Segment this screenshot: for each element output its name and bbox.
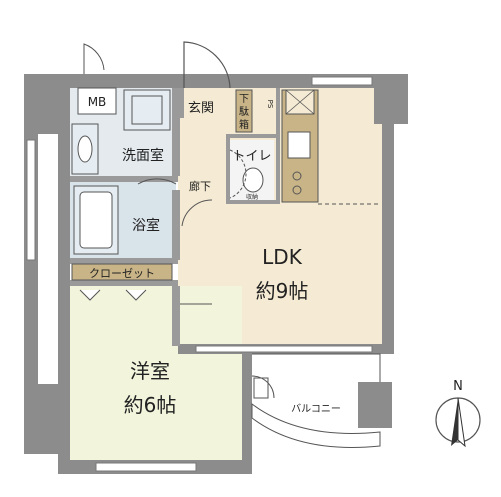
balcony-rail	[251, 403, 381, 448]
mb-box	[77, 87, 117, 115]
shoe-box-bot: 箱	[239, 118, 249, 131]
toilet-small-label: 収納	[246, 193, 258, 201]
washroom-label: 洗面室	[122, 147, 164, 164]
western-floor	[70, 286, 242, 466]
ps-label: PS	[266, 100, 274, 109]
corridor-label: 廊下	[189, 179, 211, 193]
entrance-label: 玄関	[188, 101, 214, 116]
toilet-door-swing	[229, 149, 247, 199]
north-compass: N	[435, 379, 481, 448]
stove-burner-1	[292, 171, 302, 181]
closet-door-marks	[79, 289, 147, 301]
stove-burner-2	[292, 185, 302, 195]
balcony-outline	[252, 353, 381, 382]
western-size: 約6帖	[124, 393, 177, 417]
closet-box	[71, 263, 173, 281]
closet-label: クローゼット	[89, 267, 155, 280]
ldk-name: LDK	[262, 245, 303, 269]
mb-door-swing	[83, 43, 105, 74]
toilet-label: トイレ	[232, 149, 271, 164]
inner-walls	[70, 88, 280, 346]
windows	[26, 76, 373, 472]
mb-label: MB	[88, 95, 107, 109]
shoe-box	[235, 89, 253, 133]
corridor-door-swing	[181, 199, 213, 227]
shoe-box-top: 下	[239, 94, 249, 105]
vanity-sink	[77, 135, 93, 163]
bath-label: 浴室	[132, 217, 160, 234]
western-name: 洋室	[130, 359, 170, 383]
bath-door-swing	[137, 178, 177, 185]
entrance-door-swing	[183, 41, 231, 89]
north-label: N	[453, 379, 463, 394]
balcony-label: バルコニー	[291, 403, 341, 415]
ldk-balcony-window	[195, 345, 373, 353]
balcony-door-swing	[251, 375, 275, 399]
kitchen-sink	[287, 131, 311, 159]
toilet-bowl	[242, 167, 264, 193]
north-arrow-icon	[451, 398, 458, 446]
shoe-box-mid: 駄	[239, 105, 249, 118]
ldk-size: 約9帖	[256, 279, 309, 303]
